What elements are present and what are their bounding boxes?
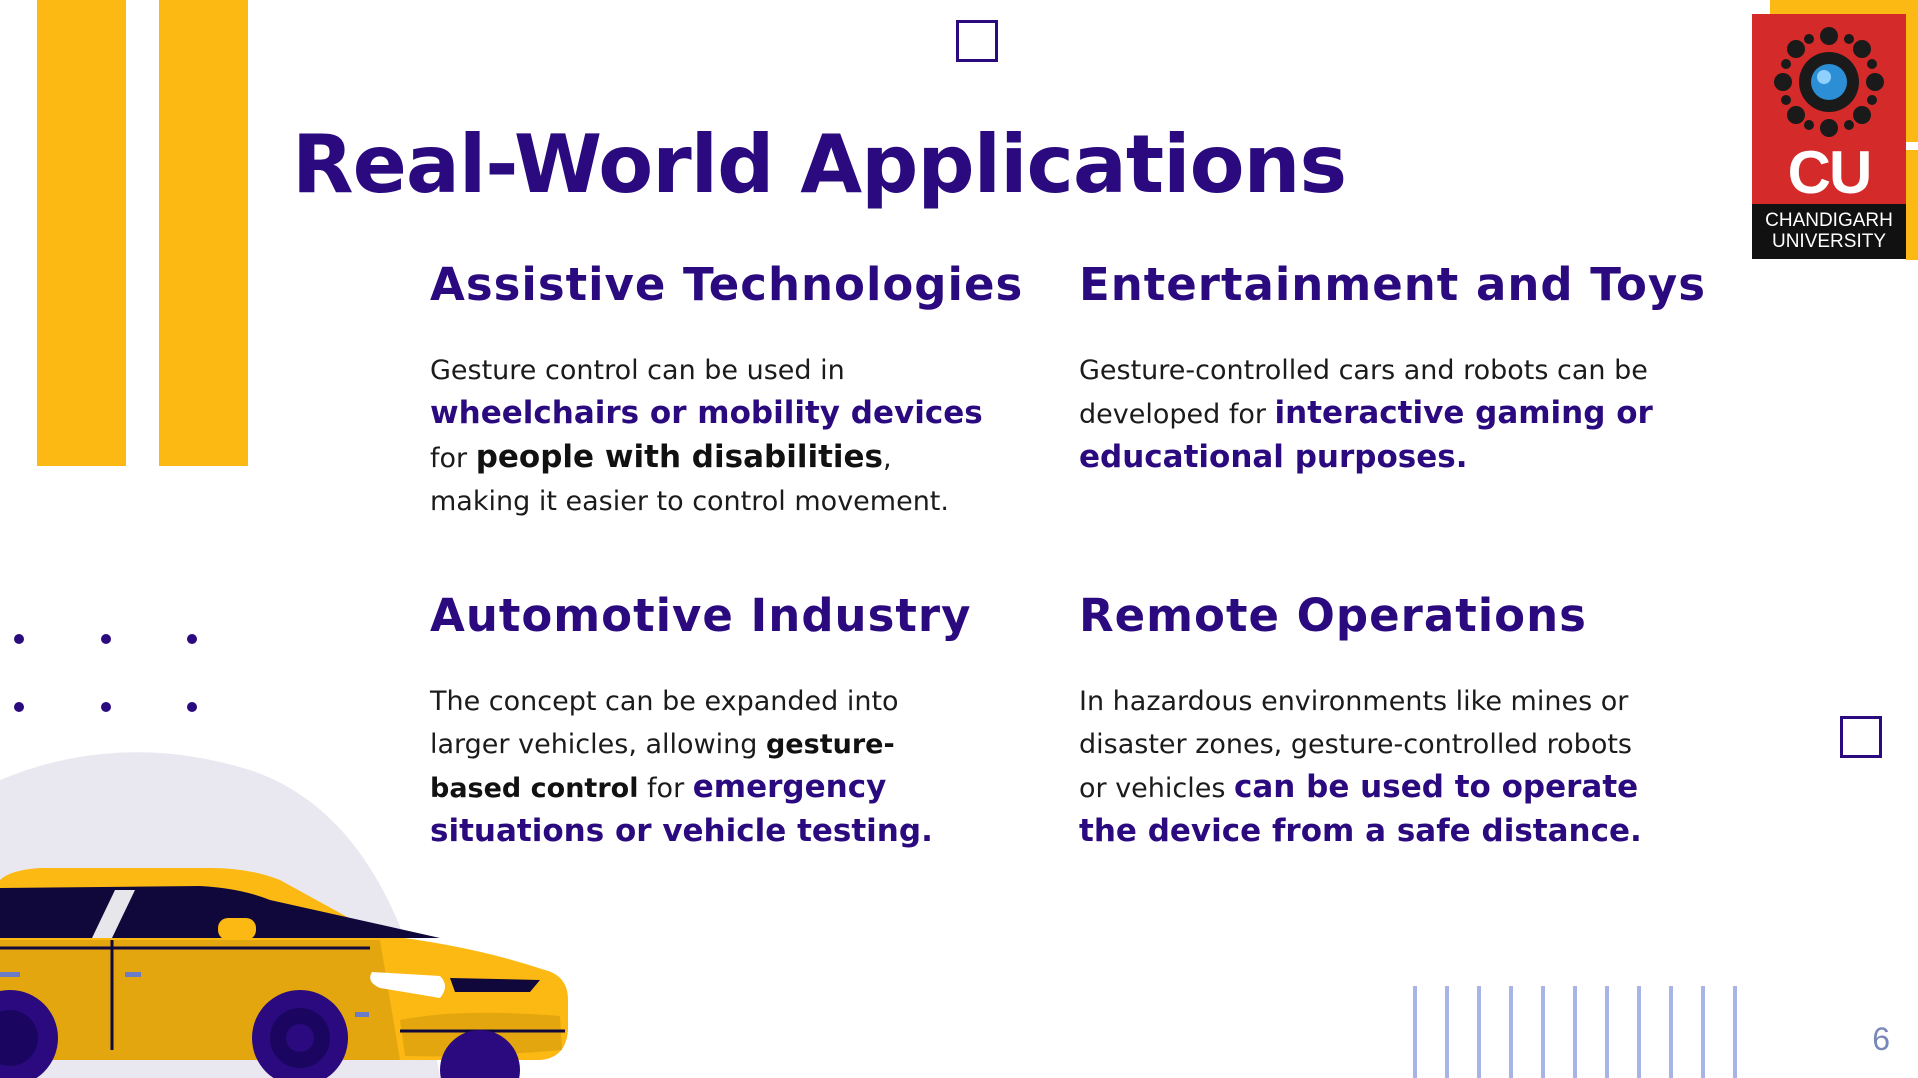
decor-dot xyxy=(187,702,197,712)
decor-square-right xyxy=(1840,716,1882,758)
decor-stripe xyxy=(1733,986,1737,1078)
decor-bar-right xyxy=(159,0,248,466)
car-grille xyxy=(450,978,540,992)
section-body: Gesture control can be used in wheelchai… xyxy=(430,355,983,517)
section-heading: Remote Operations xyxy=(1079,589,1587,642)
logo-line2: UNIVERSITY xyxy=(1771,231,1887,252)
decor-stripe xyxy=(1445,986,1449,1078)
decor-bar-logo-side2 xyxy=(1906,150,1918,260)
section-heading: Assistive Technologies xyxy=(430,258,1024,311)
decor-bar-logo-side xyxy=(1906,14,1918,142)
section-remote: Remote Operations In hazardous environme… xyxy=(1079,589,1659,854)
logo-mark: CU xyxy=(1787,139,1873,206)
car-pillar xyxy=(92,890,135,938)
decor-stripe xyxy=(1477,986,1481,1078)
car-mirror xyxy=(218,918,256,940)
decor-stripe xyxy=(1573,986,1577,1078)
section-heading: Automotive Industry xyxy=(430,589,972,642)
logo-line1: CHANDIGARH xyxy=(1765,210,1893,231)
section-assistive: Assistive Technologies Gesture control c… xyxy=(430,258,1024,523)
decor-square-top xyxy=(956,20,998,62)
university-logo: CU CHANDIGARH UNIVERSITY xyxy=(1752,14,1906,259)
decor-dot xyxy=(14,634,24,644)
decor-dot xyxy=(14,702,24,712)
decor-dot xyxy=(101,634,111,644)
university-gear-logo xyxy=(1774,27,1884,137)
logo-band: CHANDIGARH UNIVERSITY xyxy=(1752,204,1906,259)
section-body: In hazardous environments like mines or … xyxy=(1079,686,1642,849)
decor-stripe xyxy=(1701,986,1705,1078)
decor-stripe xyxy=(1509,986,1513,1078)
slide-title: Real-World Applications xyxy=(292,118,1347,211)
decor-dot xyxy=(101,702,111,712)
page-number: 6 xyxy=(1872,1021,1890,1057)
decor-bar-logo-top xyxy=(1770,0,1918,14)
decor-dot xyxy=(187,634,197,644)
car-illustration xyxy=(0,752,568,1078)
decor-stripe xyxy=(1413,986,1417,1078)
section-heading: Entertainment and Toys xyxy=(1079,258,1706,311)
decor-stripe xyxy=(1605,986,1609,1078)
section-body: Gesture-controlled cars and robots can b… xyxy=(1079,355,1653,475)
decor-stripe xyxy=(1669,986,1673,1078)
car-wheel-far xyxy=(440,1030,520,1078)
section-body: The concept can be expanded into larger … xyxy=(430,686,933,849)
decor-stripe xyxy=(1637,986,1641,1078)
car-headlight xyxy=(370,972,445,998)
section-automotive: Automotive Industry The concept can be e… xyxy=(430,589,970,854)
section-entertainment: Entertainment and Toys Gesture-controlle… xyxy=(1079,258,1706,480)
decor-stripe xyxy=(1541,986,1545,1078)
decor-bar-left xyxy=(37,0,126,466)
